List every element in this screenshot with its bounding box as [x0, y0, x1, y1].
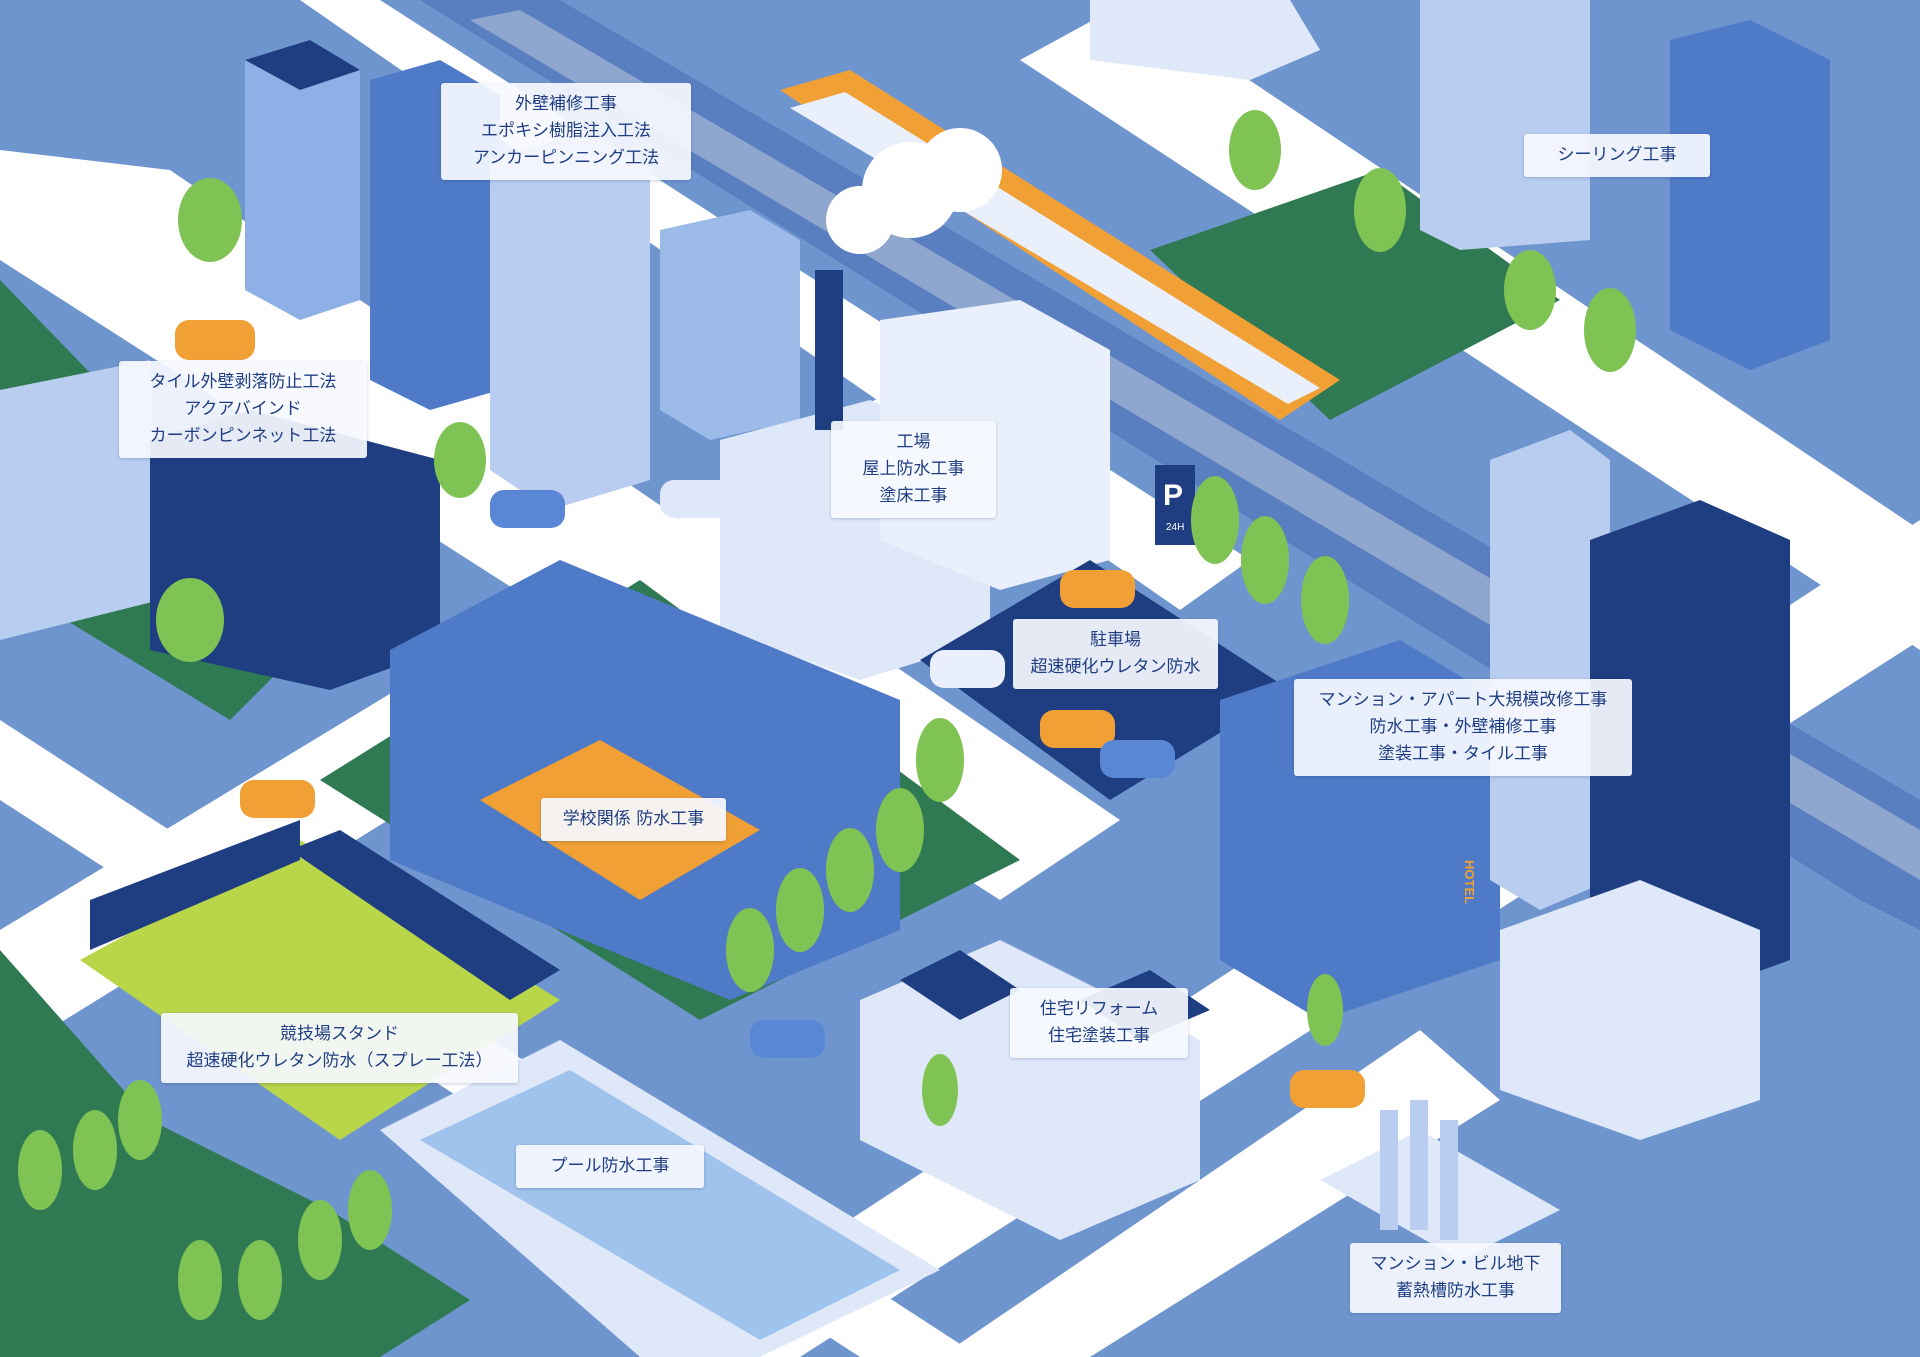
label-parking[interactable]: 駐車場 超速硬化ウレタン防水 — [1013, 619, 1218, 689]
label-exterior-repair[interactable]: 外壁補修工事 エポキシ樹脂注入工法 アンカーピンニング工法 — [441, 83, 691, 180]
label-line: 競技場スタンド — [280, 1024, 399, 1044]
label-line: 屋上防水工事 — [862, 459, 965, 479]
low-rise-right — [1500, 880, 1760, 1140]
label-mansion[interactable]: マンション・アパート大規模改修工事 防水工事・外壁補修工事 塗装工事・タイル工事 — [1294, 679, 1632, 776]
sealing-building — [1420, 0, 1590, 250]
office-building — [490, 130, 650, 510]
label-line: 駐車場 — [1090, 630, 1141, 650]
label-housing[interactable]: 住宅リフォーム 住宅塗装工事 — [1010, 988, 1188, 1058]
label-tile-wall[interactable]: タイル外壁剥落防止工法 アクアバインド カーボンピンネット工法 — [119, 361, 367, 458]
high-rise-right — [1670, 20, 1830, 370]
label-line: 防水工事・外壁補修工事 — [1369, 717, 1557, 737]
label-line: 塗装工事・タイル工事 — [1378, 744, 1548, 764]
parking-sign-letter: P — [1163, 479, 1183, 512]
label-line: 超速硬化ウレタン防水 — [1030, 657, 1201, 677]
label-pool[interactable]: プール防水工事 — [516, 1145, 704, 1188]
dark-tower — [1590, 500, 1790, 1000]
label-line: シーリング工事 — [1557, 145, 1677, 165]
label-basement[interactable]: マンション・ビル地下 蓄熱槽防水工事 — [1350, 1243, 1561, 1313]
hotel-sign: HOTEL — [1462, 860, 1477, 904]
parking-sign-hours: 24H — [1166, 522, 1184, 533]
label-line: 住宅リフォーム — [1039, 999, 1159, 1019]
label-line: 住宅塗装工事 — [1048, 1026, 1150, 1046]
label-stadium[interactable]: 競技場スタンド 超速硬化ウレタン防水（スプレー工法） — [161, 1013, 518, 1083]
cars — [175, 320, 1365, 1108]
label-line: アンカーピンニング工法 — [472, 148, 660, 168]
label-line: カーボンピンネット工法 — [149, 426, 337, 446]
pool-water — [420, 1070, 900, 1340]
label-line: 工場 — [896, 432, 931, 452]
stadium-stand-right — [290, 830, 560, 1000]
trees — [18, 110, 1636, 1320]
label-line: マンション・ビル地下 — [1370, 1254, 1541, 1274]
label-sealing[interactable]: シーリング工事 — [1524, 134, 1710, 177]
label-line: プール防水工事 — [550, 1156, 670, 1176]
label-line: 外壁補修工事 — [515, 94, 617, 114]
park-bottom-left — [0, 950, 470, 1357]
stadium-stand-left — [90, 820, 300, 950]
label-factory[interactable]: 工場 屋上防水工事 塗床工事 — [831, 421, 996, 518]
label-school[interactable]: 学校関係 防水工事 — [541, 798, 726, 841]
label-line: マンション・アパート大規模改修工事 — [1318, 690, 1608, 710]
label-line: 超速硬化ウレタン防水（スプレー工法） — [186, 1051, 493, 1071]
label-line: 蓄熱槽防水工事 — [1396, 1281, 1515, 1301]
label-line: アクアバインド — [184, 399, 302, 419]
chimney — [815, 270, 843, 430]
label-line: 学校関係 防水工事 — [562, 809, 705, 829]
parking-sign-post — [1155, 465, 1195, 545]
label-line: 塗床工事 — [879, 486, 948, 506]
tower-building — [245, 40, 360, 320]
houses-top — [1090, 0, 1320, 80]
lattice-tower — [1490, 430, 1610, 910]
label-line: タイル外壁剥落防止工法 — [149, 372, 337, 392]
label-line: エポキシ樹脂注入工法 — [481, 121, 651, 141]
